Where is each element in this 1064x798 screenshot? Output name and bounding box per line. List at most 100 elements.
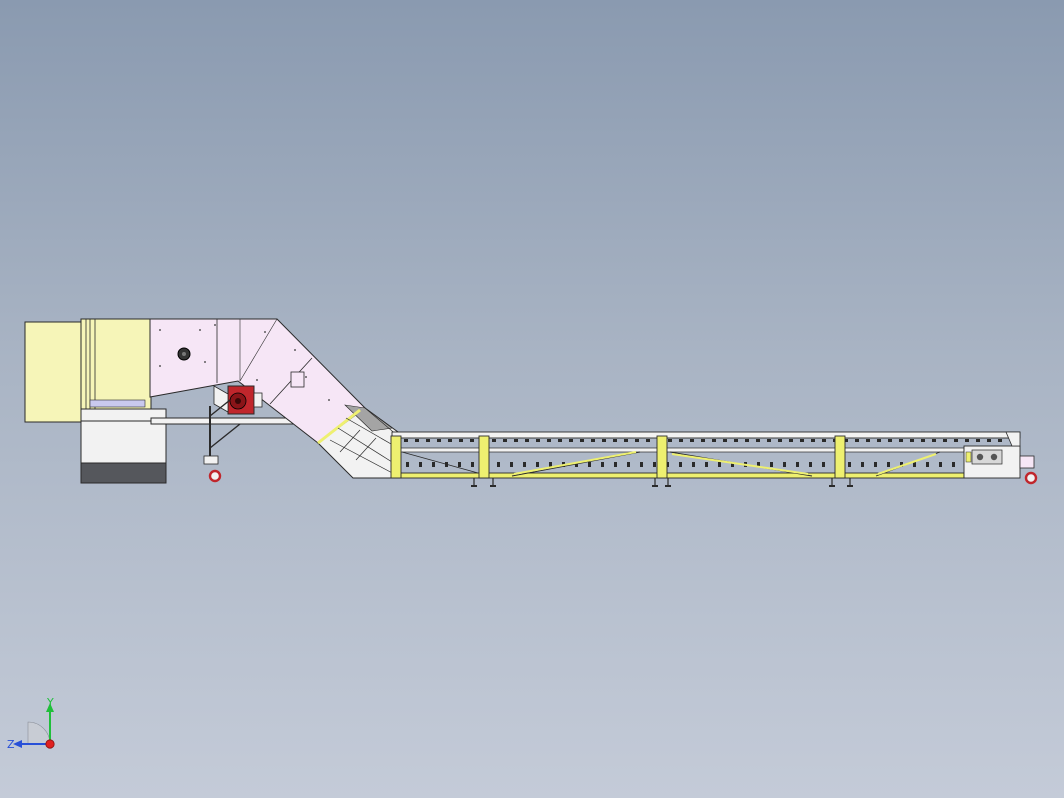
chain-link (745, 439, 749, 442)
return-chain-link (406, 462, 409, 467)
return-chain-link (822, 462, 825, 467)
return-chain-link (939, 462, 942, 467)
left-stand[interactable] (203, 399, 241, 483)
chain-link (987, 439, 991, 442)
foot-pad (471, 485, 477, 487)
chain-link (811, 439, 815, 442)
chain-link (668, 439, 672, 442)
return-chain-link (679, 462, 682, 467)
chain-link (789, 439, 793, 442)
chain-link (602, 439, 606, 442)
chain-link (426, 439, 430, 442)
return-chain-link (783, 462, 786, 467)
chain-link (910, 439, 914, 442)
hopper-box[interactable] (24, 318, 152, 423)
return-chain-link (848, 462, 851, 467)
x-axis-point (45, 739, 55, 749)
return-chain-link (471, 462, 474, 467)
y-arrowhead (46, 703, 54, 712)
base-cabinet-bottom (80, 462, 167, 484)
return-chain-link (627, 462, 630, 467)
return-chain-link (718, 462, 721, 467)
main-conveyor[interactable] (390, 431, 1021, 487)
transition-line (337, 427, 393, 463)
tail-end-unit[interactable] (963, 431, 1038, 485)
return-chain-link (458, 462, 461, 467)
return-chain-link (614, 462, 617, 467)
chain-link (888, 439, 892, 442)
return-chain-link (497, 462, 500, 467)
return-chain-link (419, 462, 422, 467)
chain-link (701, 439, 705, 442)
drive-motor[interactable] (213, 385, 263, 415)
return-chain-link (536, 462, 539, 467)
transition-line (339, 429, 361, 453)
foot-pad (665, 485, 671, 487)
chain-link (756, 439, 760, 442)
chain-link (437, 439, 441, 442)
return-chain-link (666, 462, 669, 467)
return-chain-link (510, 462, 513, 467)
foot-pad (490, 485, 496, 487)
chain-link (514, 439, 518, 442)
chain-link (855, 439, 859, 442)
hopper-blue-strip (89, 399, 146, 408)
return-chain-link (900, 462, 903, 467)
support-rail[interactable] (150, 417, 300, 425)
hopper-right-panel (80, 318, 152, 412)
return-chain-link (757, 462, 760, 467)
base-cabinet[interactable] (80, 408, 167, 484)
transition-line (355, 437, 377, 461)
chain-link (470, 439, 474, 442)
chain-link (624, 439, 628, 442)
foot-pad (652, 485, 658, 487)
chain-link (569, 439, 573, 442)
housing-seam (239, 318, 278, 382)
tail-yellow-tab (965, 451, 972, 463)
chain-link (767, 439, 771, 442)
return-chain-link (861, 462, 864, 467)
return-chain-link (809, 462, 812, 467)
conveyor-top-slats (404, 439, 1002, 442)
conveyor-braces-yellow (513, 451, 937, 475)
return-chain-link (640, 462, 643, 467)
chain-link (976, 439, 980, 442)
chain-link (998, 439, 1002, 442)
chain-link (415, 439, 419, 442)
return-chain-link (926, 462, 929, 467)
return-chain-link (874, 462, 877, 467)
chain-link (547, 439, 551, 442)
return-chain-link (913, 462, 916, 467)
orientation-triad[interactable]: Y Z (6, 696, 70, 760)
caster-mount (203, 455, 219, 465)
chain-link (448, 439, 452, 442)
return-chain-link (796, 462, 799, 467)
chain-link (580, 439, 584, 442)
transition-yellow-edge (317, 408, 361, 445)
chain-link (646, 439, 650, 442)
chain-link (877, 439, 881, 442)
return-chain-link (887, 462, 890, 467)
tail-bolt (976, 453, 984, 461)
frame-post (478, 435, 490, 479)
return-chain-link (731, 462, 734, 467)
chain-link (690, 439, 694, 442)
return-chain-link (952, 462, 955, 467)
chain-link (778, 439, 782, 442)
return-chain-link (549, 462, 552, 467)
frame-post (656, 435, 668, 479)
frame-post (834, 435, 846, 479)
chain-link (921, 439, 925, 442)
chain-link (459, 439, 463, 442)
tail-tensioner (971, 449, 1003, 465)
housing-rivets (159, 324, 330, 401)
chain-link (954, 439, 958, 442)
stand-brace (209, 399, 231, 417)
chain-link (404, 439, 408, 442)
transition-section[interactable] (317, 404, 399, 479)
chain-link (558, 439, 562, 442)
return-chain-link (770, 462, 773, 467)
housing-access-plate (290, 371, 305, 388)
